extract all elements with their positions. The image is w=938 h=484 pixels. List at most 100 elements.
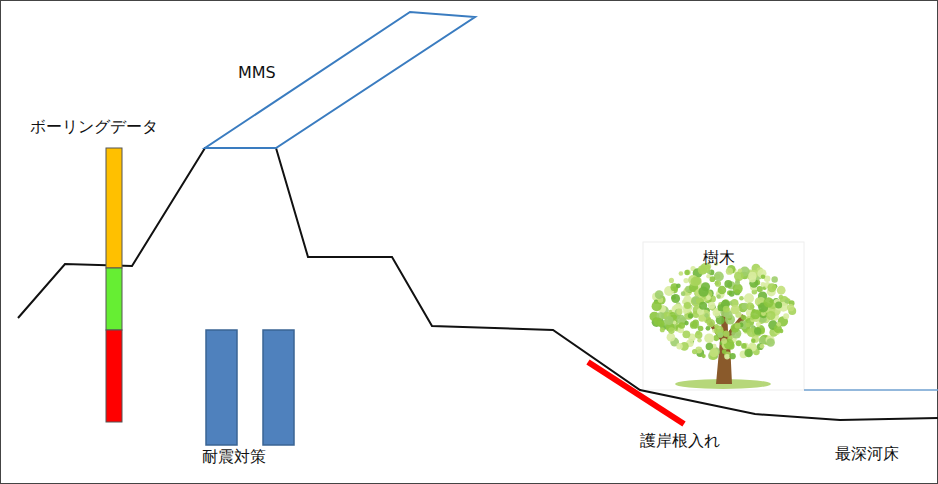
leaf-dot xyxy=(724,280,732,288)
leaf-dot xyxy=(738,268,742,272)
leaf-dot xyxy=(714,271,724,281)
leaf-dot xyxy=(726,268,733,275)
leaf-dot xyxy=(724,354,730,360)
leaf-dot xyxy=(693,277,701,285)
leaf-dot xyxy=(771,276,777,282)
leaf-dot xyxy=(749,275,756,282)
leaf-dot xyxy=(708,302,715,309)
leaf-dot xyxy=(775,301,782,308)
tree-icon xyxy=(649,262,796,389)
leaf-dot xyxy=(776,322,781,327)
leaf-dot xyxy=(777,286,786,295)
leaf-dot xyxy=(787,304,794,311)
leaf-dot xyxy=(683,310,687,314)
riverbed-label: 最深河床 xyxy=(835,444,899,463)
leaf-dot xyxy=(682,330,690,338)
leaf-dot xyxy=(757,269,766,278)
leaf-dot xyxy=(710,276,716,282)
leaf-dot xyxy=(655,290,664,299)
leaf-dot xyxy=(757,343,764,350)
leaf-dot xyxy=(735,323,741,329)
leaf-dot xyxy=(718,286,727,295)
seismic-pile xyxy=(263,330,294,445)
leaf-dot xyxy=(684,302,691,309)
leaf-dot xyxy=(735,280,740,285)
leaf-dot xyxy=(723,306,730,313)
leaf-dot xyxy=(763,297,773,307)
leaf-dot xyxy=(759,337,767,345)
leaf-dot xyxy=(718,332,724,338)
leaf-dot xyxy=(767,283,776,292)
leaf-dot xyxy=(704,333,714,343)
boring-layer xyxy=(106,268,122,330)
leaf-dot xyxy=(676,283,681,288)
mms-label: MMS xyxy=(238,63,276,82)
boring-layer xyxy=(106,148,122,268)
leaf-dot xyxy=(729,290,735,296)
leaf-dot xyxy=(684,270,689,275)
leaf-dot xyxy=(783,313,789,319)
seismic-label: 耐震対策 xyxy=(202,447,266,466)
leaf-dot xyxy=(741,343,747,349)
leaf-dot xyxy=(692,349,697,354)
leaf-dot xyxy=(754,327,761,334)
boring-layer xyxy=(106,330,122,422)
leaf-dot xyxy=(744,349,753,358)
leaf-dot xyxy=(695,331,703,339)
water-line xyxy=(804,389,938,391)
leaf-dot xyxy=(745,323,750,328)
leaf-dot xyxy=(766,311,775,320)
leaf-dot xyxy=(654,317,662,325)
leaf-dot xyxy=(744,293,754,303)
leaf-dot xyxy=(739,296,744,301)
leaf-dot xyxy=(667,333,676,342)
leaf-dot xyxy=(688,313,693,318)
leaf-dot xyxy=(741,315,746,320)
leaf-dot xyxy=(715,281,721,287)
ground-profile xyxy=(18,148,938,420)
leaf-dot xyxy=(731,305,740,314)
leaf-dot xyxy=(723,306,729,312)
leaf-dot xyxy=(660,327,665,332)
leaf-dot xyxy=(766,338,775,347)
tree-picture xyxy=(643,242,804,390)
leaf-dot xyxy=(706,295,711,300)
tree-label: 樹木 xyxy=(703,248,735,267)
leaf-dot xyxy=(676,343,682,349)
leaf-dot xyxy=(709,348,718,357)
leaf-dot xyxy=(779,295,784,300)
leaf-dot xyxy=(671,294,680,303)
seismic-pile xyxy=(206,330,237,445)
leaf-dot xyxy=(690,321,698,329)
revetment-embedment xyxy=(588,362,684,424)
leaf-dot xyxy=(721,338,727,344)
leaf-dot xyxy=(681,291,686,296)
leaf-dot xyxy=(679,322,685,328)
leaf-dot xyxy=(761,274,766,279)
leaf-dot xyxy=(665,316,674,325)
leaf-dot xyxy=(668,327,675,334)
leaf-dot xyxy=(706,326,711,331)
leaf-dot xyxy=(756,322,761,327)
leaf-dot xyxy=(704,313,709,318)
leaf-dot xyxy=(751,338,756,343)
tree-trunk xyxy=(704,305,746,384)
leaf-dot xyxy=(757,286,763,292)
revetment-label: 護岸根入れ xyxy=(640,431,720,450)
leaf-dot xyxy=(698,287,708,297)
leaf-dot xyxy=(699,315,705,321)
leaf-dot xyxy=(760,344,765,349)
leaf-dot xyxy=(734,271,744,281)
leaf-dot xyxy=(716,294,720,298)
leaf-dot xyxy=(675,309,682,316)
leaf-dot xyxy=(679,271,684,276)
leaf-dot xyxy=(676,309,682,315)
leaf-dot xyxy=(699,302,707,310)
leaf-dot xyxy=(761,282,766,287)
mms-scan xyxy=(205,12,475,148)
boring-label: ボーリングデータ xyxy=(30,117,158,136)
leaf-dot xyxy=(683,278,688,283)
leaf-dot xyxy=(730,353,736,359)
tree-leaves xyxy=(649,262,796,360)
